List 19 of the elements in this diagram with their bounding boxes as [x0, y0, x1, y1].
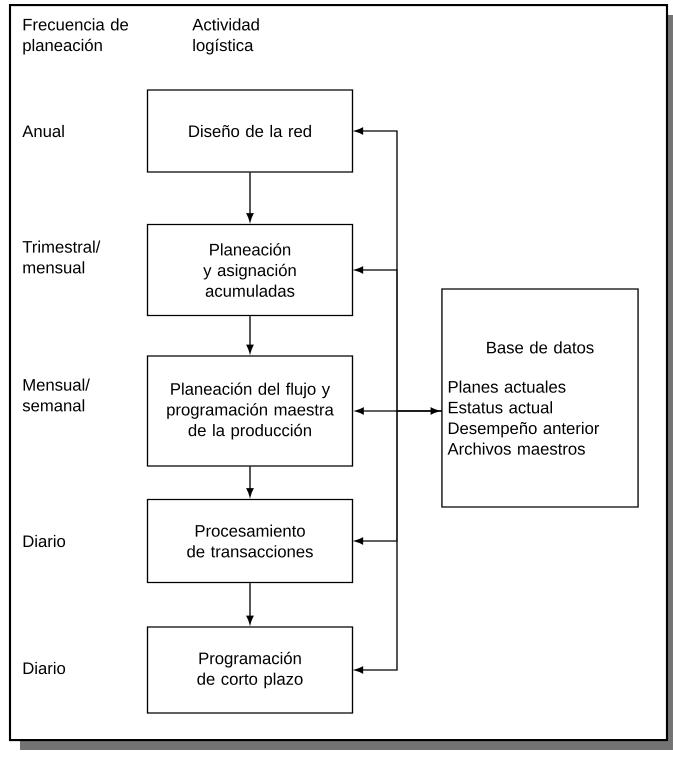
- arrow: [354, 410, 442, 674]
- row-label: Diario: [24, 662, 66, 674]
- process-box: Planeación y asignación acumuladas: [146, 224, 354, 316]
- arrow: [246, 583, 254, 624]
- arrow: [246, 466, 254, 497]
- arrow: [246, 172, 254, 222]
- row-label: Trimestral/ mensual: [22, 240, 100, 274]
- process-box: Programación de corto plazo: [146, 626, 354, 714]
- row-label: Anual: [22, 124, 64, 138]
- database-box: Base de datos Planes actuales Estatus actual Desempeño anterior Archivos maestros: [441, 288, 639, 508]
- row-label: Mensual/ semanal: [22, 378, 90, 412]
- process-box: Procesamiento de transacciones: [146, 498, 354, 584]
- row-label: Actividad logística: [192, 18, 259, 54]
- row-label: Diario: [24, 534, 66, 548]
- row-label: Frecuencia de planeación: [23, 18, 128, 54]
- arrow: [246, 316, 254, 354]
- process-box: Diseño de la red: [146, 89, 354, 173]
- arrow: [355, 408, 440, 415]
- process-box: Planeación del flujo y programación maestra de la producción: [146, 355, 354, 467]
